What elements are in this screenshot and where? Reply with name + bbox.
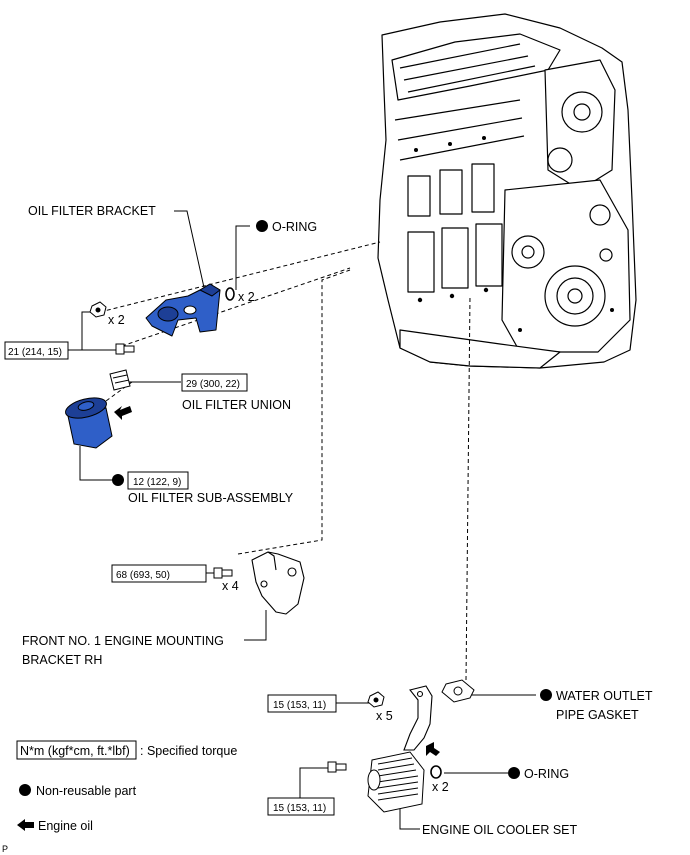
legend-engine-oil-arrow [17,819,34,831]
cooler-lower-bolt [327,761,347,773]
label-o-ring-bottom: O-RING [524,767,569,781]
legend-torque-text: : Specified torque [140,744,237,758]
torque-value-cooler-lower: 15 (153, 11) [273,803,326,814]
oil-filter-union-part [109,369,131,391]
non-reusable-dot-o-ring-bottom [508,767,520,779]
cooler-upper-bolt [367,691,385,708]
label-o-ring-top: O-RING [272,220,317,234]
torque-value-filter-sub-assembly: 12 (122, 9) [133,477,181,488]
legend-non-reusable-text: Non-reusable part [36,784,137,798]
torque-box-filter-sub-assembly [127,471,189,490]
cooler-pipe-part [403,685,433,751]
torque-box-cooler-upper [267,694,337,713]
torque-box-filter-union [181,373,248,392]
label-bracket-bolt-qty: x 2 [108,313,125,327]
legend-non-reusable-dot [19,784,31,796]
torque-box-bracket-bolts [4,341,69,360]
water-outlet-gasket-part [441,679,475,703]
non-reusable-dot-water-gasket [540,689,552,701]
non-reusable-dot-filter [112,474,124,486]
label-oil-filter-union: OIL FILTER UNION [182,398,291,412]
label-water-outlet-line2: PIPE GASKET [556,708,639,722]
engine-mounting-bracket-part [251,551,305,615]
torque-value-filter-union: 29 (300, 22) [186,379,240,390]
bracket-bolt-upper [89,301,107,318]
torque-value-mounting-bracket: 68 (693, 50) [116,570,170,581]
label-o-ring-bottom-qty: x 2 [432,780,449,794]
label-oil-filter-bracket: OIL FILTER BRACKET [28,204,156,218]
torque-box-mounting-bracket [111,564,207,583]
engine-oil-arrow-cooler [426,742,440,756]
label-mounting-bolt-qty: x 4 [222,579,239,593]
o-ring-bottom [430,765,442,779]
label-cooler-bolt-qty: x 5 [376,709,393,723]
mounting-bracket-bolt [213,567,233,579]
label-oil-filter-sub-assembly: OIL FILTER SUB-ASSEMBLY [128,491,294,505]
legend-torque-units: N*m (kgf*cm, ft.*lbf) [20,744,130,758]
engine-block-drawing [377,13,637,369]
torque-value-bracket-bolts: 21 (214, 15) [8,347,62,358]
legend-torque-box [16,740,137,760]
label-water-outlet-line1: WATER OUTLET [556,689,653,703]
o-ring-top [225,287,235,301]
label-engine-oil-cooler-set: ENGINE OIL COOLER SET [422,823,577,837]
label-front-mount-line1: FRONT NO. 1 ENGINE MOUNTING [22,634,224,648]
non-reusable-dot-o-ring-top [256,220,268,232]
leader-lines [68,210,536,830]
bracket-bolt-lower [115,343,135,355]
oil-filter-bracket-part [145,283,221,337]
legend-engine-oil-text: Engine oil [38,819,93,833]
torque-value-cooler-upper: 15 (153, 11) [273,700,326,711]
engine-oil-arrow-filter [114,406,132,420]
oil-filter-part [65,397,113,449]
label-front-mount-line2: BRACKET RH [22,653,102,667]
legend: N*m (kgf*cm, ft.*lbf) : Specified torque… [16,740,237,833]
engine-oil-cooler-part [367,751,425,813]
label-o-ring-top-qty: x 2 [238,290,255,304]
page-mark: P [2,844,8,854]
torque-box-cooler-lower [267,797,335,816]
